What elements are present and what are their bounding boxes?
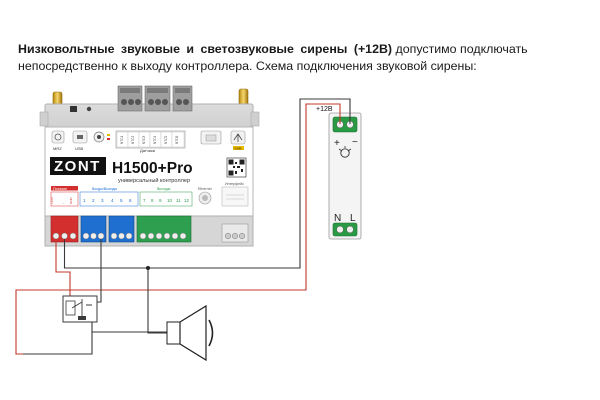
wire-ground-to-siren [147, 268, 167, 334]
reset-button[interactable] [70, 106, 77, 112]
power-label-badge [51, 186, 78, 191]
psu-minus-label: − [352, 137, 358, 148]
psu-voltage-label: +12В [316, 106, 333, 113]
relay-symbol [62, 295, 98, 323]
wire-controller-12v [55, 239, 71, 306]
brand-logo: ZONT [54, 158, 101, 175]
wire-relay-to-siren [23, 318, 167, 355]
io-number-3: 3 [101, 198, 104, 203]
qr-code-icon [226, 157, 247, 178]
io-number-2: 2 [92, 198, 95, 203]
intro-paragraph: Низковольтные звуковые и светозвуковые с… [18, 41, 598, 75]
voltage-adjust-icon [338, 146, 352, 158]
io-terminal-block-1 [80, 215, 107, 243]
io-number-1: 1 [83, 198, 86, 203]
io-number-10: 10 [167, 198, 173, 203]
label-sensors: Датчики [140, 148, 155, 153]
terminal-label-minus: - [63, 200, 65, 205]
psu-terminal-l-label: L [350, 213, 356, 224]
top-terminal-block-3 [172, 85, 193, 112]
wire-output-to-relay [92, 239, 102, 303]
power-button-icon[interactable] [93, 131, 105, 143]
label-ntc1: NTC1 [120, 135, 124, 144]
terminal-label-12v: +12V [50, 197, 54, 204]
intro-heading: Низковольтные звуковые и светозвуковые с… [18, 42, 393, 56]
sim-slot [200, 130, 222, 145]
model-subtitle: универсальный контроллер [118, 177, 190, 184]
top-terminal-block-1 [117, 85, 143, 112]
gsm-antenna-icon [230, 130, 246, 145]
label-ntc4: NTC4 [153, 135, 157, 144]
label-ntc5: NTC5 [164, 135, 168, 144]
intro-text: допустимо подключать непосредственно к в… [18, 42, 528, 73]
io-number-9: 9 [159, 198, 162, 203]
interface-terminal-block [221, 223, 249, 243]
label-inputs-outputs: Входы/Выходы [92, 187, 117, 191]
top-terminal-block-2 [144, 85, 171, 112]
label-power: Питание [53, 187, 67, 191]
io-number-5: 5 [120, 198, 123, 203]
controller: MRZ USB NTC1 NTC2 NTC3 NTC4 NTC5 NTC6 Да… [39, 85, 260, 247]
power-supply-unit: + − N L [328, 112, 362, 240]
label-outputs: Выходы [157, 187, 171, 191]
brand-logo-box [50, 157, 106, 175]
io-number-6: 6 [129, 198, 132, 203]
io-number-8: 8 [151, 198, 154, 203]
io-number-4: 4 [111, 198, 114, 203]
power-terminal-block [50, 215, 79, 243]
led-indicator [86, 106, 92, 112]
psu-plus-label: + [334, 138, 340, 149]
junction-dot [146, 266, 150, 270]
label-ethernet: Ethernet [198, 187, 212, 191]
usb-port-icon [72, 130, 88, 144]
label-ntc3: NTC3 [142, 135, 146, 144]
siren-speaker-icon [166, 304, 214, 362]
label-gsm: GSM [235, 146, 242, 150]
io-terminal-block-2 [108, 215, 135, 243]
label-interface: Интерфейс [225, 182, 244, 186]
label-mrz: MRZ [53, 146, 62, 151]
ethernet-port-icon [198, 191, 212, 205]
interface-box [221, 186, 249, 207]
mrz-port-icon [51, 130, 65, 144]
psu-output-terminal [332, 116, 358, 133]
sensor-connector [115, 130, 186, 149]
output-terminal-block [136, 215, 192, 243]
io-number-7: 7 [143, 198, 146, 203]
io-number-11: 11 [176, 198, 181, 203]
label-usb: USB [75, 146, 84, 151]
wire-12v-psu [15, 103, 341, 355]
wire-controller-gnd [63, 239, 148, 269]
label-ntc6: NTC6 [175, 135, 179, 144]
psu-terminal-n-label: N [334, 213, 341, 224]
io-number-12: 12 [184, 198, 190, 203]
label-ntc2: NTC2 [131, 135, 135, 144]
model-name: H1500+Pro [112, 160, 193, 177]
wire-minus-psu [148, 98, 351, 269]
gsm-label-badge [233, 146, 244, 150]
terminal-label-gnd: GND [69, 197, 73, 205]
